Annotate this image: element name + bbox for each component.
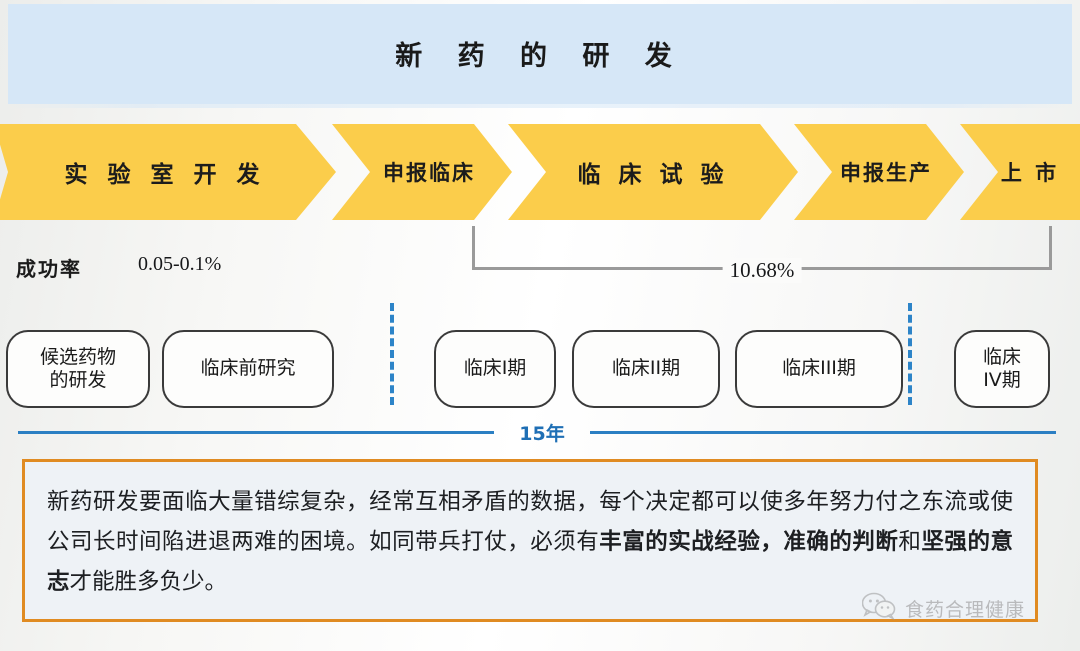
phase-box-clinical-iv-label: 临床 IV期 [983, 346, 1021, 392]
note-paragraph: 新药研发要面临大量错综复杂，经常互相矛盾的数据，每个决定都可以使多年努力付之东流… [47, 482, 1013, 602]
pipeline-stage-2[interactable]: 申报临床 [332, 124, 512, 220]
phase-box-candidate-drug-label: 候选药物 的研发 [40, 346, 116, 392]
bracket-right-tick [1049, 226, 1052, 270]
phase-box-preclinical-label: 临床前研究 [200, 357, 296, 380]
success-rate-bracket-value: 10.68% [722, 258, 802, 283]
phase-line-1: 临床 [982, 345, 1021, 368]
pipeline-stage-1-label: 实 验 室 开 发 [64, 162, 266, 188]
wechat-icon [861, 592, 896, 625]
page-title: 新 药 的 研 发 [395, 41, 685, 72]
phase-box-preclinical[interactable]: 临床前研究 [162, 330, 334, 408]
note-segment-1: 新药研发要面临大量错综复杂，经常互相矛盾的数据，每个决定都可以使多年努力付之东流… [47, 489, 1013, 555]
pipeline-stage-1[interactable]: 实 验 室 开 发 [0, 124, 336, 220]
phase-box-candidate-drug[interactable]: 候选药物 的研发 [6, 330, 150, 408]
pipeline-chevrons: 实 验 室 开 发 申报临床 临 床 试 验 申报生产 上 市 [0, 124, 1080, 220]
phase-box-clinical-i-label: 临床I期 [463, 357, 527, 380]
phase-box-clinical-iii-label: 临床III期 [782, 357, 856, 380]
success-rate-early-value: 0.05-0.1% [138, 253, 222, 275]
phase-box-clinical-iv[interactable]: 临床 IV期 [954, 330, 1050, 408]
watermark-text: 食药合理健康 [905, 599, 1026, 621]
divider-dashed-right [908, 303, 916, 405]
success-rate-bracket: 10.68% [472, 226, 1052, 283]
note-segment-3: 和 [898, 529, 922, 555]
phase-line-2: IV期 [983, 369, 1021, 391]
pipeline-stage-5[interactable]: 上 市 [960, 124, 1080, 220]
phase-line-1: 候选药物 [39, 345, 116, 368]
phase-line-2: 的研发 [49, 369, 107, 391]
phase-box-clinical-ii[interactable]: 临床II期 [572, 330, 720, 408]
pipeline-stage-4-label: 申报生产 [840, 161, 932, 185]
pipeline-stage-2-label: 申报临床 [383, 161, 475, 185]
phase-box-clinical-i[interactable]: 临床I期 [434, 330, 556, 408]
note-segment-2: 丰富的实战经验，准确的判断 [599, 529, 899, 555]
bracket-left-tick [472, 226, 475, 270]
watermark: 食药合理健康 [861, 592, 1026, 625]
phase-box-clinical-ii-label: 临床II期 [611, 357, 681, 380]
phase-box-clinical-iii[interactable]: 临床III期 [735, 330, 903, 408]
timeline-line-right [590, 431, 1056, 434]
note-segment-4: 坚强的意志 [47, 529, 1013, 595]
success-rate-label: 成功率 [16, 257, 82, 281]
note-segment-5: 才能胜多负少。 [69, 569, 228, 595]
pipeline-stage-3[interactable]: 临 床 试 验 [508, 124, 798, 220]
divider-dashed-left [390, 303, 398, 405]
pipeline-stage-5-label: 上 市 [1000, 161, 1060, 185]
timeline-line-left [18, 431, 494, 434]
timeline-duration-label: 15年 [519, 423, 565, 445]
pipeline-stage-3-label: 临 床 试 验 [577, 162, 729, 188]
pipeline-stage-4[interactable]: 申报生产 [794, 124, 964, 220]
title-band: 新 药 的 研 发 [8, 4, 1072, 108]
